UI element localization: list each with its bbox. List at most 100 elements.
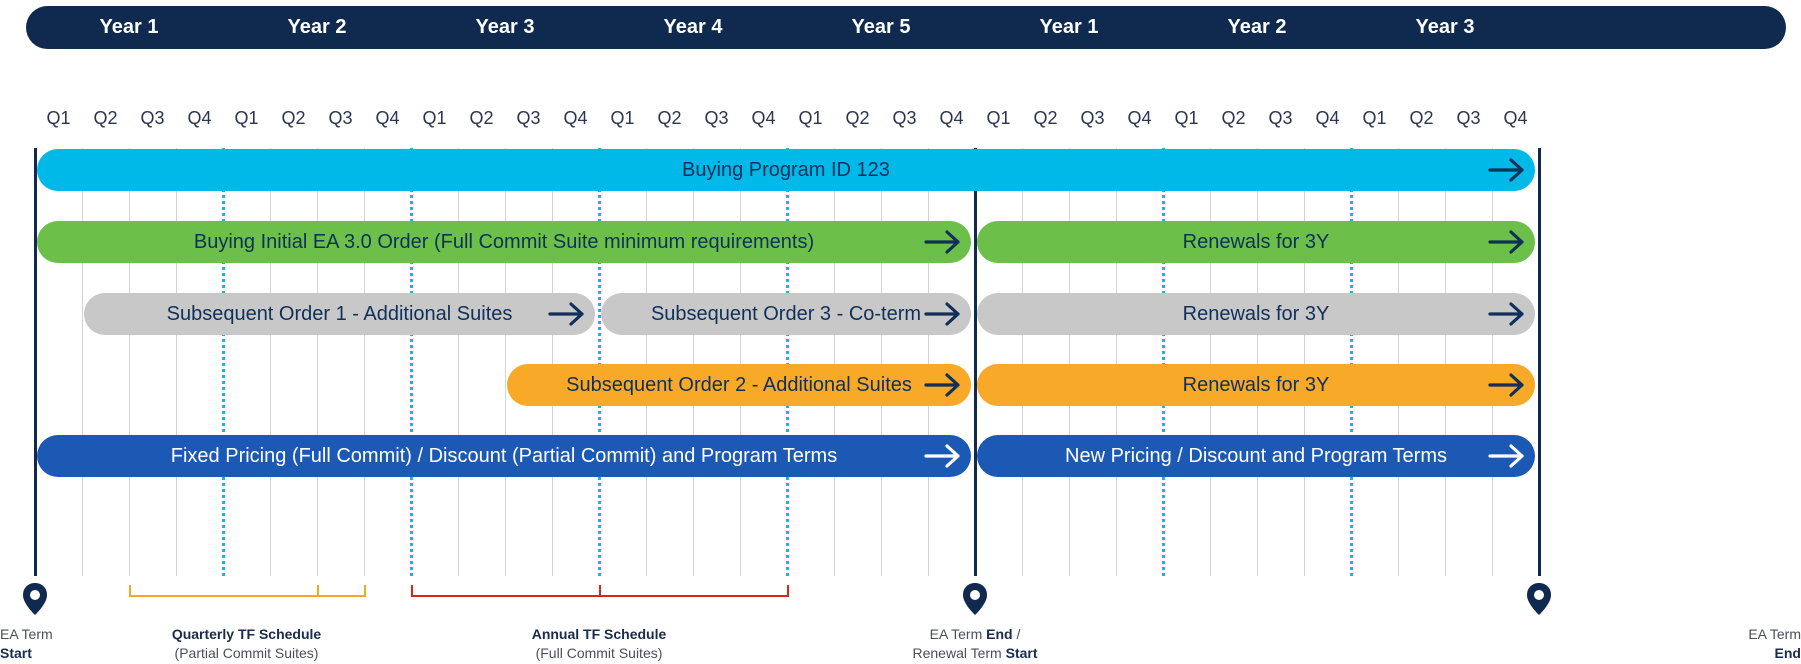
- bar-label-main: Buying Program ID 123: [682, 159, 890, 181]
- quarter-grid-line: [740, 148, 741, 576]
- quarter-grid-line: [693, 148, 694, 576]
- marker-suffix: /: [1012, 626, 1021, 642]
- subsequent-renewal-bar: Renewals for 3Y: [977, 293, 1535, 335]
- bar-label: Renewals for 3Y: [977, 293, 1535, 335]
- arrow-right-icon: [1487, 227, 1527, 257]
- year-label: Year 1: [1039, 16, 1099, 38]
- quarter-label: Q2: [1409, 108, 1434, 128]
- marker-text: EA Term: [929, 626, 983, 642]
- year-label: Year 1: [99, 16, 159, 38]
- bar-label-main: Renewals for 3Y: [1182, 374, 1330, 396]
- initial-order-bar: Buying Initial EA 3.0 Order (Full Commit…: [37, 221, 971, 263]
- quarter-label: Q2: [93, 108, 118, 128]
- quarter-label: Q4: [563, 108, 588, 128]
- quarter-label: Q4: [375, 108, 400, 128]
- bar-label-main: Subsequent Order 2 - Additional Suites: [566, 374, 912, 396]
- schedule-subtitle: (Full Commit Suites): [535, 645, 663, 661]
- bar-label: Subsequent Order 2 - Additional Suites: [507, 364, 971, 406]
- initial-renewal-bar: Renewals for 3Y: [977, 221, 1535, 263]
- quarter-grid-line: [1492, 148, 1493, 576]
- quarter-label: Q1: [234, 108, 259, 128]
- marker-bold: End: [986, 626, 1013, 642]
- quarter-label: Q3: [1080, 108, 1105, 128]
- subsequent-order-3-bar: Subsequent Order 3 - Co-term: [601, 293, 971, 335]
- quarter-grid-line: [129, 148, 130, 576]
- quarter-grid-line: [505, 148, 506, 576]
- subsequent-order-2-renewal-bar: Renewals for 3Y: [977, 364, 1535, 406]
- bar-label: Buying Initial EA 3.0 Order (Full Commit…: [37, 221, 971, 263]
- bar-label-main: Subsequent Order 3 - Co-term: [650, 303, 922, 325]
- quarter-grid-line: [270, 148, 271, 576]
- fixed-pricing-bar: Fixed Pricing (Full Commit) / Discount (…: [37, 435, 971, 477]
- new-pricing-bar: New Pricing / Discount and Program Terms: [977, 435, 1535, 477]
- bar-label: Subsequent Order 1 - Additional Suites: [84, 293, 595, 335]
- bar-label-main: Renewals for 3Y: [1182, 231, 1330, 253]
- year-divider-line: [410, 148, 413, 576]
- quarter-label: Q1: [1174, 108, 1199, 128]
- quarter-label: Q3: [1268, 108, 1293, 128]
- year-header-band: [26, 6, 1786, 49]
- map-pin-icon: [962, 582, 988, 616]
- arrow-right-icon: [923, 441, 963, 471]
- quarter-grid-line: [82, 148, 83, 576]
- quarter-grid-line: [317, 148, 318, 576]
- map-pin-icon: [1526, 582, 1552, 616]
- quarter-label: Q3: [704, 108, 729, 128]
- quarter-label: Q2: [281, 108, 306, 128]
- quarter-grid-line: [364, 148, 365, 576]
- arrow-right-icon: [923, 370, 963, 400]
- quarter-grid-line: [1022, 148, 1023, 576]
- subsequent-order-2-bar: Subsequent Order 2 - Additional Suites: [507, 364, 971, 406]
- map-pin-icon: [22, 582, 48, 616]
- arrow-right-icon: [1487, 299, 1527, 329]
- bar-label-main: Subsequent Order 1 - Additional Suites: [166, 303, 513, 325]
- quarter-grid-line: [1257, 148, 1258, 576]
- quarter-grid-line: [1445, 148, 1446, 576]
- quarter-grid-line: [458, 148, 459, 576]
- quarter-grid-line: [834, 148, 835, 576]
- year-label: Year 2: [1227, 16, 1287, 38]
- marker-text: EA Term: [0, 626, 53, 642]
- arrow-right-icon: [1487, 441, 1527, 471]
- arrow-right-icon: [1487, 370, 1527, 400]
- quarter-label: Q3: [892, 108, 917, 128]
- bar-label-main: Buying Initial EA 3.0 Order: [193, 231, 429, 253]
- quarter-grid-line: [1304, 148, 1305, 576]
- bar-label-detail: (Full Commit Suite minimum requirements): [428, 231, 815, 253]
- marker-bold: Start: [0, 645, 32, 661]
- bar-label: Renewals for 3Y: [977, 221, 1535, 263]
- year-label: Year 4: [663, 16, 723, 38]
- buying-program-bar: Buying Program ID 123: [37, 149, 1535, 191]
- year-divider-line: [1162, 148, 1165, 576]
- quarter-label: Q1: [610, 108, 635, 128]
- bar-label: Renewals for 3Y: [977, 364, 1535, 406]
- annual-tf-schedule-caption: Annual TF Schedule(Full Commit Suites): [449, 625, 749, 663]
- year-divider-line: [598, 148, 601, 576]
- quarter-grid-line: [1210, 148, 1211, 576]
- quarter-label: Q1: [422, 108, 447, 128]
- quarterly-tf-schedule-caption: Quarterly TF Schedule(Partial Commit Sui…: [97, 625, 397, 663]
- year-divider-line: [222, 148, 225, 576]
- marker-bold: End: [1774, 645, 1801, 661]
- year-label: Year 3: [475, 16, 535, 38]
- quarter-label: Q2: [469, 108, 494, 128]
- quarter-label: Q3: [1456, 108, 1481, 128]
- quarter-grid-line: [928, 148, 929, 576]
- quarter-label: Q3: [516, 108, 541, 128]
- quarter-grid-line: [1069, 148, 1070, 576]
- schedule-title: Quarterly TF Schedule: [171, 626, 322, 642]
- subsequent-order-1-bar: Subsequent Order 1 - Additional Suites: [84, 293, 595, 335]
- quarter-label: Q4: [1315, 108, 1340, 128]
- marker-line2: Renewal Term: [912, 645, 1002, 661]
- quarter-label: Q4: [1503, 108, 1528, 128]
- annual-tf-schedule-bracket: [411, 585, 789, 604]
- quarter-label: Q1: [46, 108, 71, 128]
- year-divider-line: [1350, 148, 1353, 576]
- quarter-grid-line: [176, 148, 177, 576]
- quarter-label: Q4: [187, 108, 212, 128]
- quarter-grid-line: [646, 148, 647, 576]
- marker-text: EA Term: [1748, 626, 1801, 642]
- term-boundary-line: [34, 148, 37, 576]
- quarter-grid-line: [881, 148, 882, 576]
- quarter-label: Q2: [1221, 108, 1246, 128]
